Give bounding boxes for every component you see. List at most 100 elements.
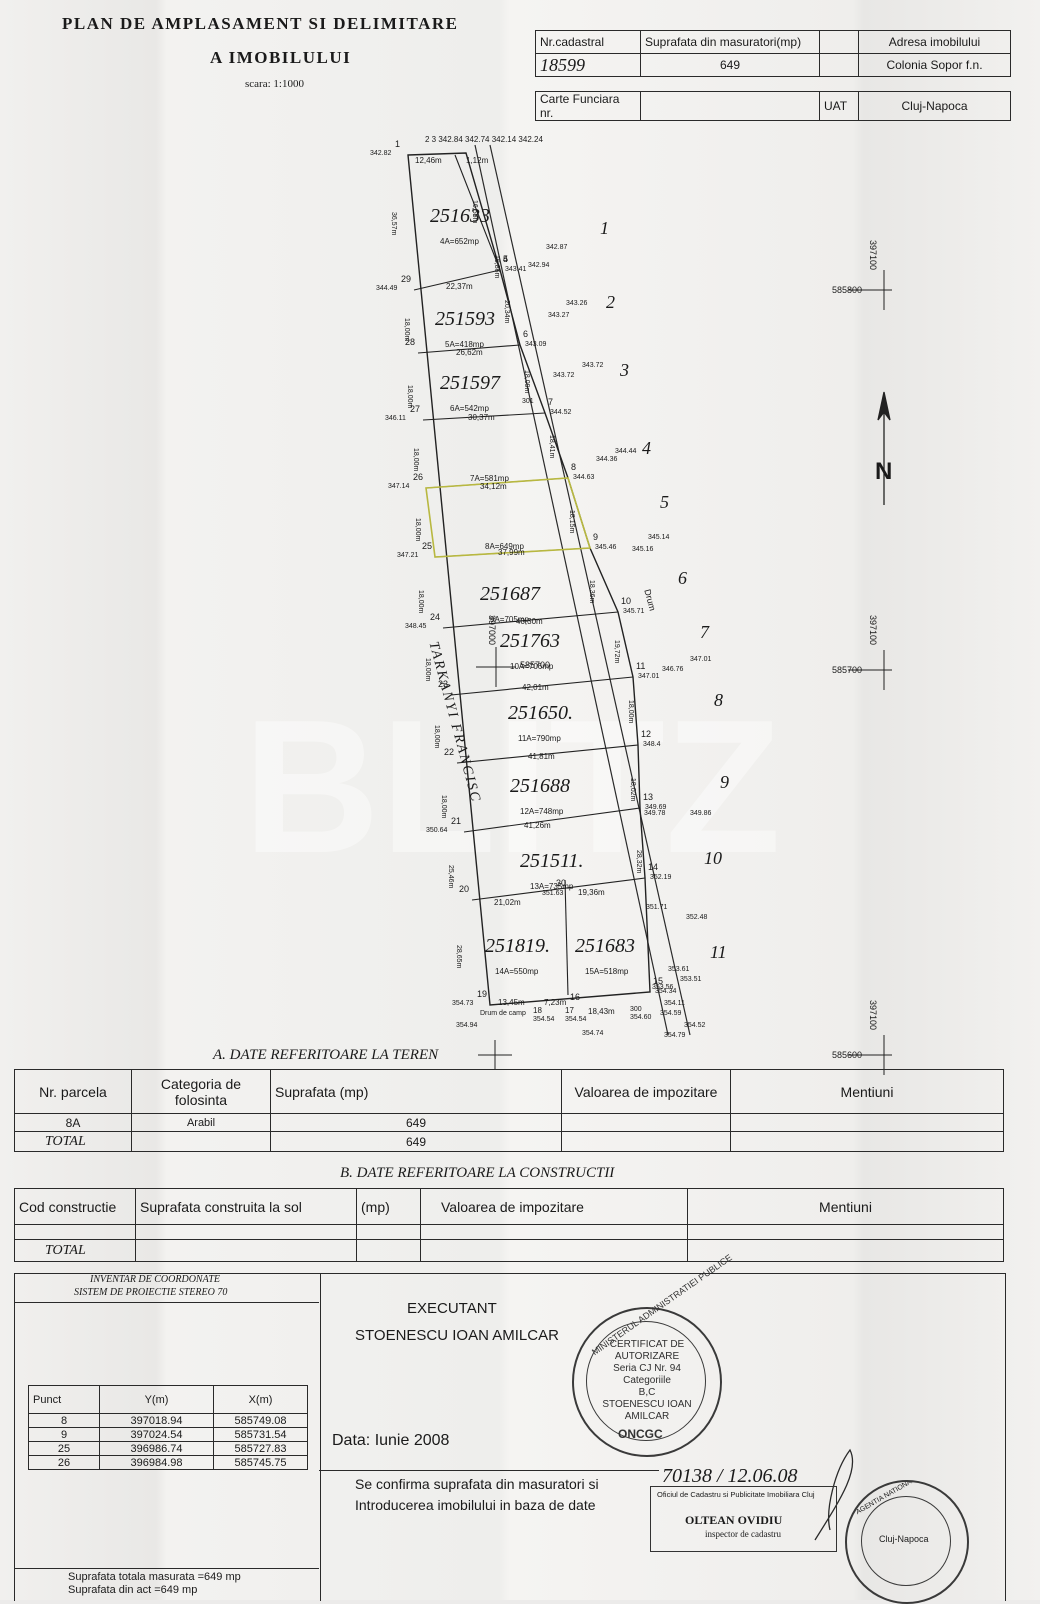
header-table-2: Carte Funciara nr. UAT Cluj-Napoca — [535, 91, 1011, 121]
coord-punct: 26 — [28, 1455, 100, 1470]
road-handwritten-number: 10 — [704, 848, 722, 868]
executant-box — [319, 1273, 1006, 1601]
stamp-line: B,C — [638, 1387, 656, 1398]
total-label-b: TOTAL — [14, 1239, 136, 1262]
side-length: 18,36m — [588, 580, 595, 604]
document-title: PLAN DE AMPLASAMENT SI DELIMITARE — [62, 14, 459, 33]
total-label-a: TOTAL — [14, 1131, 132, 1152]
side-length: 18,00m — [440, 795, 447, 819]
parcel-area: 7A=581mp — [470, 474, 509, 483]
point-number: 28 — [405, 337, 416, 347]
road-elevation: 343.26 — [566, 300, 588, 307]
suprafata-value: 649 — [640, 53, 820, 77]
side-length: 18,00m — [412, 448, 419, 472]
side-length: 18,00m — [414, 518, 421, 542]
uat-value: Cluj-Napoca — [858, 91, 1011, 121]
coord-y: 396984.98 — [99, 1455, 214, 1470]
parcel-area: 6A=542mp — [450, 404, 489, 413]
coord-x: 585731.54 — [213, 1427, 308, 1442]
point-elevation: 354.54 — [533, 1016, 555, 1023]
point-number: 23 — [438, 679, 449, 689]
grid-y-1: 397100 — [868, 240, 878, 271]
segment-width: 30,37m — [468, 413, 495, 422]
inspector-name: OLTEAN OVIDIU — [685, 1513, 783, 1527]
parcel-area: 15A=518mp — [585, 967, 629, 976]
total-value-a: 649 — [270, 1131, 562, 1152]
road-handwritten-number: 4 — [642, 438, 651, 458]
coord-x: 585749.08 — [213, 1413, 308, 1428]
constructii-table: Cod constructie Suprafata construita la … — [14, 1188, 1004, 1262]
point-elevation: 354.54 — [565, 1016, 587, 1023]
drum-de-camp: Drum de camp — [480, 1010, 526, 1017]
registration-number: 70138 / 12.06.08 — [662, 1465, 798, 1487]
point-elevation: 347.14 — [388, 483, 410, 490]
segment-width: 12,46m — [415, 156, 442, 165]
point-elevation: 353.56 — [652, 984, 674, 991]
inner-grid-y: 397000 — [487, 615, 497, 646]
point-number: 1 — [395, 139, 401, 149]
office-stamp-title: Oficiul de Cadastru si Publicitate Imobi… — [657, 1490, 815, 1499]
point-number: 21 — [451, 816, 462, 826]
parcel-area: 10A=706mp — [510, 662, 554, 671]
road-handwritten-number: 7 — [700, 622, 709, 642]
road-elevation: 346.76 — [662, 666, 684, 673]
coord-y: 397018.94 — [99, 1413, 214, 1428]
stamp-line: AUTORIZARE — [614, 1351, 680, 1362]
road-handwritten-number: 9 — [720, 772, 729, 792]
road-handwritten-number: 11 — [710, 942, 727, 962]
inventar-title-2: SISTEM DE PROIECTIE STEREO 70 — [74, 1287, 228, 1298]
watermark: BLITZ — [243, 681, 781, 893]
side-length: 18,41m — [548, 435, 555, 459]
side-length: 18,00m — [433, 725, 440, 749]
point-elevation: 344.52 — [550, 409, 572, 416]
stamp-line: STOENESCU IOAN — [602, 1399, 692, 1410]
point-number: 18 — [533, 1006, 542, 1015]
point-elevation: 351.63 — [542, 890, 564, 897]
point-elevation: 344.63 — [573, 474, 595, 481]
side-length: 18,00m — [627, 700, 634, 724]
point-number: 8 — [571, 462, 577, 472]
parcel-area: 14A=550mp — [495, 967, 539, 976]
road-handwritten-number: 6 — [678, 568, 687, 588]
coord-x: 585745.75 — [213, 1455, 308, 1470]
segment-width: 21,02m — [494, 898, 521, 907]
col-suprafata-constr: Suprafata construita la sol — [135, 1188, 357, 1225]
point-elevation: 345.71 — [623, 608, 645, 615]
segment-width: 34,12m — [480, 482, 507, 491]
segment-width: 41,26m — [524, 821, 551, 830]
point-elevation: 354.59 — [660, 1010, 682, 1017]
confirm-line-1: Se confirma suprafata din masuratori si — [355, 1476, 599, 1492]
road-elevation: 353.61 — [668, 966, 690, 973]
road-elevation: 342.94 — [528, 262, 550, 269]
col-y: Y(m) — [99, 1385, 214, 1414]
point-elevation: 348.4 — [643, 741, 661, 748]
executant-label: EXECUTANT — [407, 1300, 497, 1317]
coord-punct: 8 — [28, 1413, 100, 1428]
point-number: 24 — [430, 612, 441, 622]
road-elevation: 352.48 — [686, 914, 708, 921]
nr-cadastral-label: Nr.cadastral — [535, 30, 641, 54]
parcel-handwritten-number: 251687 — [480, 583, 540, 605]
stamp-line: CERTIFICAT DE — [609, 1339, 685, 1350]
point-elevation: 354.79 — [664, 1032, 686, 1039]
road-handwritten-number: 5 — [660, 492, 669, 512]
road-elevation: 343.72 — [553, 372, 575, 379]
grid-y-2: 397100 — [868, 615, 878, 646]
parcel-area: 12A=748mp — [520, 807, 564, 816]
scale-label: scara: 1:1000 — [245, 78, 304, 90]
point-elevation: 354.74 — [582, 1030, 604, 1037]
adresa-label: Adresa imobilului — [858, 30, 1011, 54]
road-handwritten-number: 2 — [606, 292, 615, 312]
row-categoria: Arabil — [131, 1113, 271, 1132]
side-length: 16,55m — [471, 200, 478, 224]
north-label: N — [875, 458, 893, 485]
point-number: 7 — [548, 397, 554, 407]
point-elevation: 352.19 — [650, 874, 672, 881]
point-elevation: 350.64 — [426, 827, 448, 834]
point-number: 10 — [621, 596, 632, 606]
